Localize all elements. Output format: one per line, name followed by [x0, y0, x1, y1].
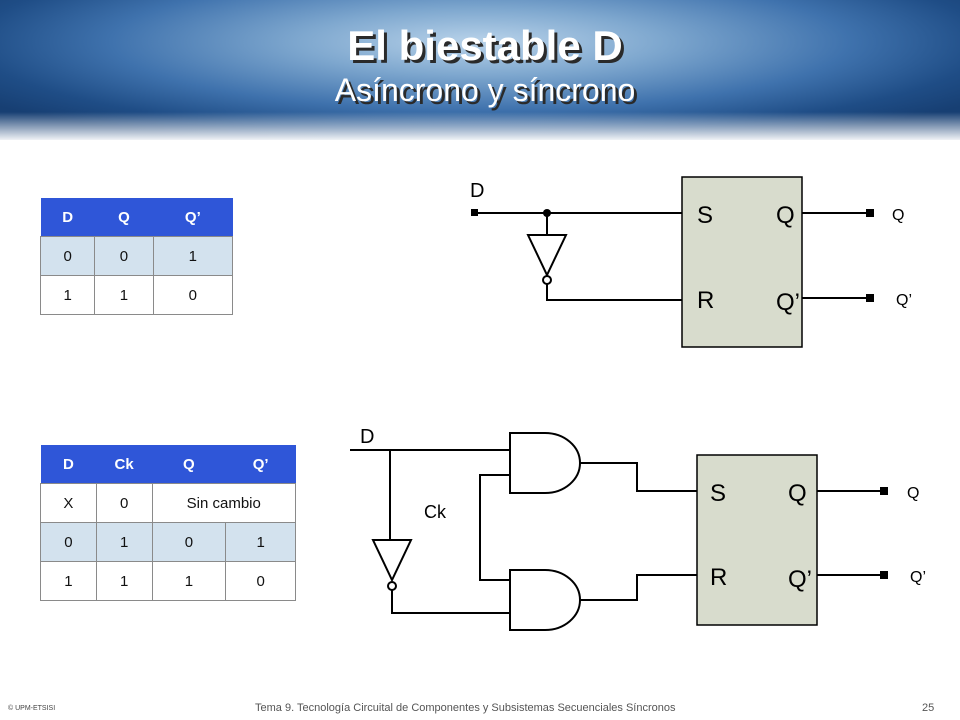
header-cell: Q	[94, 198, 154, 237]
table-cell: 1	[95, 522, 153, 562]
header-cell: Q	[152, 445, 226, 484]
ff-label-r: R	[697, 287, 714, 314]
output-terminal-q	[866, 209, 874, 217]
table-row: 1 1 1 0	[40, 561, 296, 601]
header-cell: Q’	[153, 198, 233, 237]
wire-inverter-to-r	[546, 284, 682, 301]
junction-dot	[543, 209, 551, 217]
header-cell: Q’	[225, 445, 296, 484]
page-number: 25	[922, 702, 935, 714]
sr-flipflop-box	[696, 454, 818, 626]
table-cell: 1	[95, 561, 153, 601]
input-terminal-d	[471, 209, 478, 216]
sr-flipflop-box	[681, 176, 803, 348]
inverter-bubble	[542, 275, 552, 285]
header-cell: D	[40, 445, 97, 484]
header-cell: Ck	[96, 445, 153, 484]
output-label-q: Q	[907, 485, 919, 502]
output-terminal-qn	[866, 294, 874, 302]
truth-table-async: D Q Q’ 0 0 1 1 1 0	[39, 198, 234, 315]
ff-label-q: Q	[776, 202, 795, 229]
wire-and-bottom-to-r	[580, 574, 697, 601]
table-row: X 0 Sin cambio	[40, 483, 297, 523]
table-cell: 0	[151, 522, 227, 562]
table-cell: 0	[152, 275, 234, 315]
table-cell: 0	[95, 483, 153, 523]
table-cell: 0	[225, 561, 296, 601]
table-header-row: D Ck Q Q’	[40, 445, 296, 484]
table-cell: 0	[94, 236, 154, 276]
header-cell: D	[40, 198, 95, 237]
table-cell: X	[40, 483, 97, 523]
output-label-qn: Q’	[910, 569, 926, 586]
table-row: 0 1 0 1	[40, 522, 296, 562]
output-label-qn: Q’	[896, 292, 912, 309]
slide-subtitle: Asíncrono y síncrono	[334, 72, 636, 108]
table-cell: 1	[40, 561, 97, 601]
slide-title: El biestable D	[347, 22, 623, 69]
footer-course-title: Tema 9. Tecnología Circuital de Componen…	[255, 702, 676, 714]
ff-label-s: S	[710, 480, 726, 507]
ff-label-q: Q	[788, 480, 807, 507]
output-terminal-q	[880, 487, 888, 495]
footer-copyright: © UPM-ETSISI	[8, 705, 56, 712]
and-gate-top	[509, 432, 581, 494]
table-cell: 0	[40, 522, 97, 562]
wire-and-top-to-s	[580, 462, 697, 492]
table-cell: 1	[94, 275, 154, 315]
input-label-d: D	[470, 180, 484, 202]
wire-clock	[479, 474, 510, 581]
inverter-gate	[526, 234, 568, 278]
ff-label-s: S	[697, 202, 713, 229]
ff-label-qn: Q’	[776, 289, 800, 316]
input-label-ck: Ck	[424, 502, 447, 522]
circuit-sync: D Ck S R Q Q’ Q Q’	[350, 426, 926, 631]
table-cell: Sin cambio	[151, 483, 297, 523]
output-terminal-qn	[880, 571, 888, 579]
input-label-d: D	[360, 426, 374, 448]
inverter-gate	[371, 539, 413, 583]
table-row: 1 1 0	[39, 275, 234, 315]
ff-label-qn: Q’	[788, 566, 812, 593]
ff-label-r: R	[710, 564, 727, 591]
wire-inverter-to-and-bottom	[391, 590, 510, 614]
table-cell: 0	[39, 236, 96, 276]
table-cell: 1	[39, 275, 96, 315]
circuit-async: D S R Q Q’ Q Q’	[470, 176, 912, 348]
truth-table-sync: D Ck Q Q’ X 0 Sin cambio 0 1 0 1 1 1 1 0	[40, 445, 297, 601]
table-cell: 1	[152, 236, 234, 276]
and-gate-bottom	[509, 569, 581, 631]
table-row: 0 0 1	[39, 236, 234, 276]
table-header-row: D Q Q’	[40, 198, 233, 237]
table-cell: 1	[151, 561, 227, 601]
inverter-bubble	[387, 581, 397, 591]
table-cell: 1	[225, 522, 296, 562]
title-banner-fade	[0, 112, 960, 142]
output-label-q: Q	[892, 207, 904, 224]
